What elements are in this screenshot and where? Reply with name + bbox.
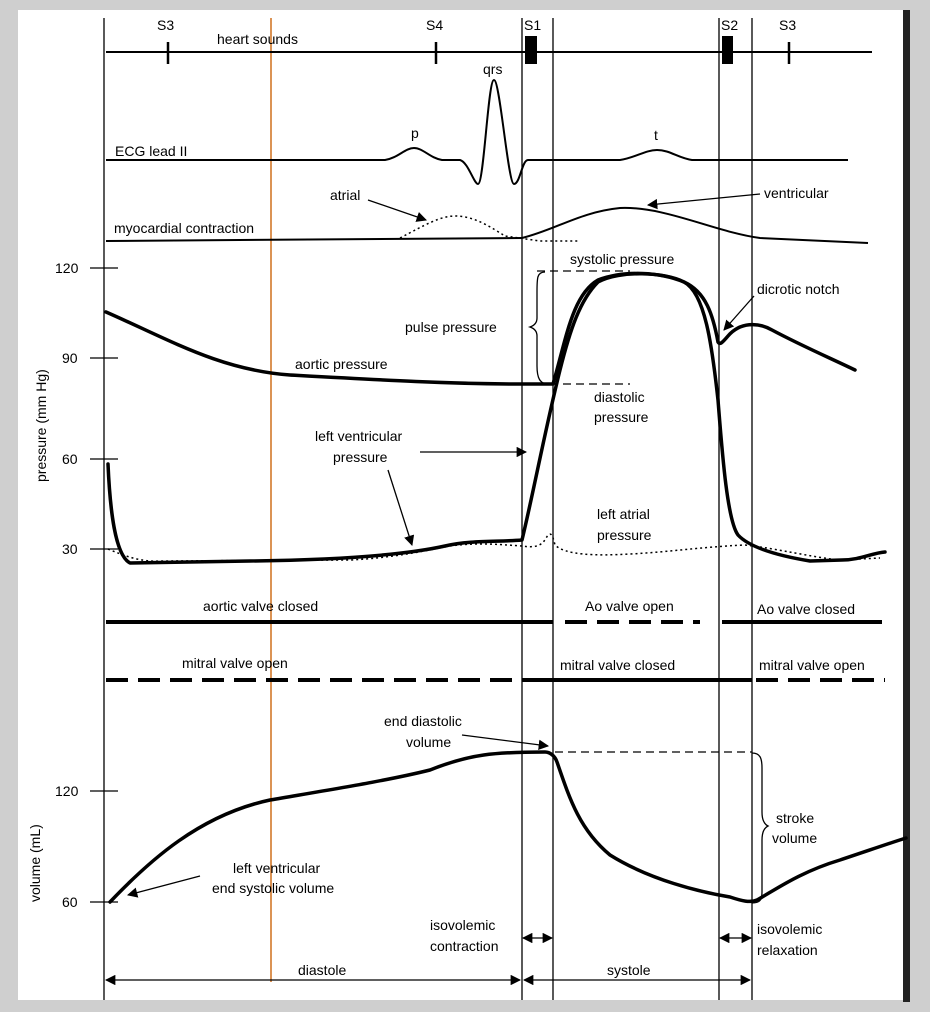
ventricular-arrow [646,193,761,210]
diastole-label: diastole [298,962,346,978]
pulse-pressure-label: pulse pressure [405,319,497,335]
s2-label: S2 [721,17,738,33]
lv-arrow-down [387,469,415,546]
lv-pressure-label-2: pressure [333,449,388,465]
ao-valve-closed-label: Ao valve closed [757,601,855,617]
mitral-valve-closed-label: mitral valve closed [560,657,675,673]
s1-marker [525,36,537,64]
esv-arrow [126,875,201,898]
ao-valve-open-label: Ao valve open [585,598,674,614]
edv-label-1: end diastolic [384,713,462,729]
diastolic-label-1: diastolic [594,389,645,405]
iso-contraction-label-2: contraction [430,938,498,954]
ventricular-contraction-curve [521,206,869,244]
pressure-tick-label-60: 60 [62,451,78,467]
mitral-valve-open-label-2: mitral valve open [759,657,865,673]
dicrotic-arrow [723,295,755,331]
systole-label: systole [607,962,651,978]
esv-label-2: end systolic volume [212,880,334,896]
ventricular-label: ventricular [764,185,829,201]
la-pressure-label-2: pressure [597,527,652,543]
atrial-label: atrial [330,187,360,203]
atrial-arrow [367,199,427,222]
ecg-qrs-label: qrs [483,61,502,77]
s4-label: S4 [426,17,443,33]
pulse-pressure-brace [527,271,549,385]
stroke-volume-label-1: stroke [776,810,814,826]
ecg-label: ECG lead II [115,143,187,159]
pressure-tick-label-30: 30 [62,541,78,557]
pressure-axis-label: pressure (mm Hg) [33,369,49,482]
s1-label: S1 [524,17,541,33]
iso-relaxation-label-1: isovolemic [757,921,822,937]
esv-label-1: left ventricular [233,860,320,876]
volume-tick-label-60: 60 [62,894,78,910]
la-pressure-label-1: left atrial [597,506,650,522]
volume-tick-label-120: 120 [55,783,79,799]
diastolic-label-2: pressure [594,409,649,425]
ecg-p-label: p [411,125,419,141]
ecg-trace [106,79,848,185]
iso-relaxation-label-2: relaxation [757,942,818,958]
systolic-pressure-label: systolic pressure [570,251,674,267]
aortic-valve-closed-label: aortic valve closed [203,598,318,614]
contraction-baseline [105,237,523,242]
ecg-t-label: t [654,127,658,143]
atrial-contraction-curve [399,215,580,242]
iso-contraction-label-1: isovolemic [430,917,495,933]
aortic-pressure-label: aortic pressure [295,356,388,372]
diagram-panel [18,10,906,1000]
s2-marker [722,36,733,64]
pressure-tick-label-120: 120 [55,260,79,276]
contraction-label: myocardial contraction [114,220,254,236]
lv-pressure-label-1: left ventricular [315,428,402,444]
volume-axis-label: volume (mL) [27,824,43,902]
s3a-label: S3 [157,17,174,33]
lv-pressure-curve [106,272,887,565]
stroke-volume-brace [751,752,770,904]
stroke-volume-label-2: volume [772,830,817,846]
mitral-valve-open-label: mitral valve open [182,655,288,671]
dicrotic-notch-label: dicrotic notch [757,281,839,297]
edv-arrow [461,734,550,750]
s3b-label: S3 [779,17,796,33]
heart-sounds-title: heart sounds [217,31,298,47]
pressure-tick-label-90: 90 [62,350,78,366]
lv-volume-curve [108,750,908,904]
edv-label-2: volume [406,734,451,750]
right-border [903,10,910,1002]
